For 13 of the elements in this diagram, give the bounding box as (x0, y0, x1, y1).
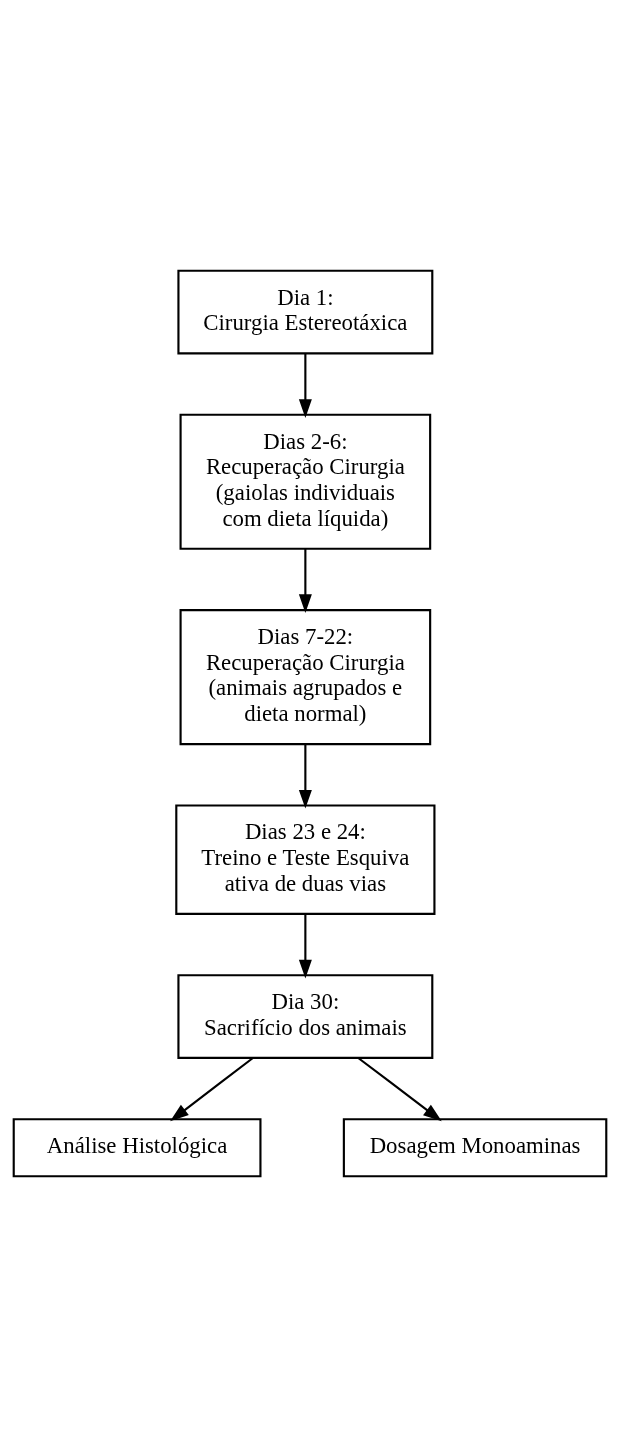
arrow (298, 548, 312, 613)
node-box: Dias 7-22: Recuperação Cirurgia (animais agrupados e dieta normal) (179, 609, 432, 746)
node-box: Dias 23 e 24: Treino e Teste Esquiva ativa de duas vias (175, 804, 436, 915)
arrow (298, 914, 312, 979)
arrow (357, 1057, 442, 1122)
arrow (170, 1057, 254, 1122)
node-box: Dia 30: Sacrifício dos animais (177, 974, 434, 1059)
arrow (298, 353, 312, 418)
node-box: Dia 1: Cirurgia Estereotáxica (177, 269, 434, 355)
node-box: Análise Histológica (12, 1118, 262, 1178)
node-box: Dosagem Monoaminas (342, 1118, 608, 1178)
node-box: Dias 2-6: Recuperação Cirurgia (gaiolas individuais com dieta líquida) (179, 413, 432, 550)
arrow (298, 744, 312, 809)
